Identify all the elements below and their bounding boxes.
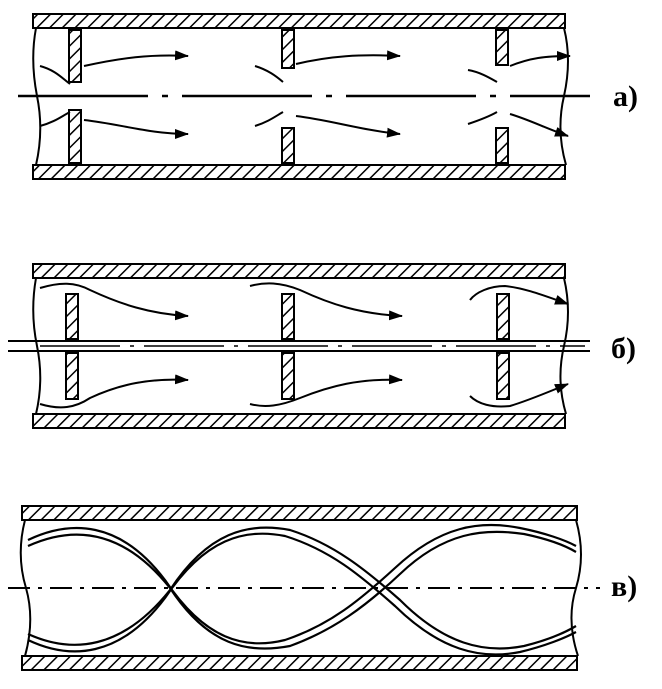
ring-1 (68, 29, 82, 164)
tube-wall-bottom (21, 655, 578, 671)
panel-label-c: в) (611, 570, 638, 603)
ring-3 (495, 29, 509, 164)
tube-wall-top (32, 13, 566, 29)
panel-b (8, 263, 590, 429)
panel-a (18, 13, 590, 180)
ring-2 (281, 29, 295, 164)
panel-c (8, 505, 600, 671)
central-rod (8, 340, 590, 352)
panel-label-a: а) (613, 80, 638, 113)
disc-2 (281, 293, 295, 400)
panel-label-b: б) (611, 332, 636, 365)
tube-wall-top (32, 263, 566, 279)
flow-arrows-a (39, 50, 571, 139)
flow-arrows-b (39, 282, 569, 409)
tube-wall-top (21, 505, 578, 521)
disc-3 (496, 293, 510, 400)
tube-wall-bottom (32, 164, 566, 180)
tube-wall-bottom (32, 413, 566, 429)
tube-break-left (32, 277, 42, 415)
twisted-tape (27, 523, 577, 656)
disc-1 (65, 293, 79, 400)
